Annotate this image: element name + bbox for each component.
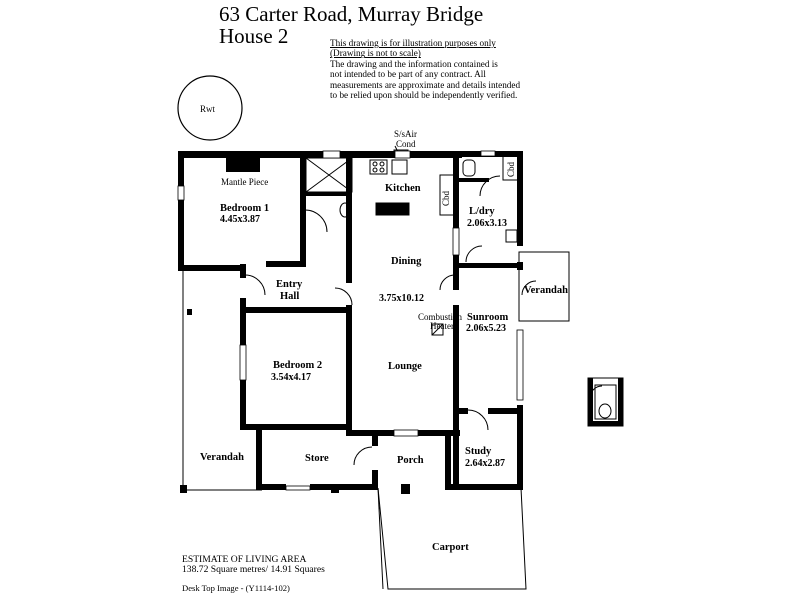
dining-label: Dining: [391, 256, 422, 267]
cbd-label-1: Cbd: [441, 190, 451, 206]
disclaimer: This drawing is for illustration purpose…: [330, 38, 520, 100]
house-title: House 2: [219, 24, 289, 48]
verandah-left-label: Verandah: [200, 452, 244, 463]
cond-label: Cond: [396, 139, 416, 149]
rwt-label: Rwt: [200, 104, 216, 114]
disclaimer-line: (Drawing is not to scale): [330, 48, 421, 59]
disclaimer-line: measurements are approximate and details…: [330, 79, 521, 90]
bedroom1-label: Bedroom 1: [220, 203, 269, 214]
windows: [177, 150, 524, 491]
entry-label: Entry: [276, 279, 303, 290]
laundry-label: L/dry: [469, 206, 495, 217]
disclaimer-line: This drawing is for illustration purpose…: [330, 38, 496, 48]
kitchen-label: Kitchen: [385, 183, 421, 194]
sunroom-dim: 2.06x5.23: [466, 323, 506, 334]
address-title: 63 Carter Road, Murray Bridge: [219, 2, 484, 26]
hall-label: Hall: [280, 291, 299, 302]
verandah-right-label: Verandah: [524, 285, 568, 296]
study-dim: 2.64x2.87: [465, 458, 505, 469]
bedroom2-label: Bedroom 2: [273, 360, 322, 371]
lounge-dim: 3.75x10.12: [379, 293, 424, 304]
disclaimer-line: to be relied upon should be independentl…: [330, 90, 518, 101]
lounge-label: Lounge: [388, 361, 422, 372]
walls[interactable]: [178, 151, 623, 494]
estimate-title: ESTIMATE OF LIVING AREA: [182, 554, 307, 565]
heater-label: Heater: [430, 321, 454, 331]
ssair-label: S/sAir: [394, 129, 417, 139]
porch-label: Porch: [397, 455, 424, 466]
bedroom1-dim: 4.45x3.87: [220, 214, 260, 225]
rainwater-tank: [177, 75, 243, 141]
image-ref: Desk Top Image - (Y1114-102): [182, 583, 290, 593]
mantle-label: Mantle Piece: [221, 177, 268, 187]
disclaimer-line: not intended to be part of any contract.…: [330, 69, 486, 80]
combustion-label: Combustion: [418, 312, 463, 322]
store-label: Store: [305, 453, 329, 464]
bedroom2-dim: 3.54x4.17: [271, 372, 311, 383]
disclaimer-line: The drawing and the information containe…: [330, 58, 498, 69]
cbd-label-2: Cbd: [506, 161, 516, 177]
estimate-value: 138.72 Square metres/ 14.91 Squares: [182, 564, 325, 575]
laundry-dim: 2.06x3.13: [467, 218, 507, 229]
sunroom-label: Sunroom: [467, 312, 508, 323]
study-label: Study: [465, 446, 492, 457]
carport-label: Carport: [432, 542, 469, 553]
